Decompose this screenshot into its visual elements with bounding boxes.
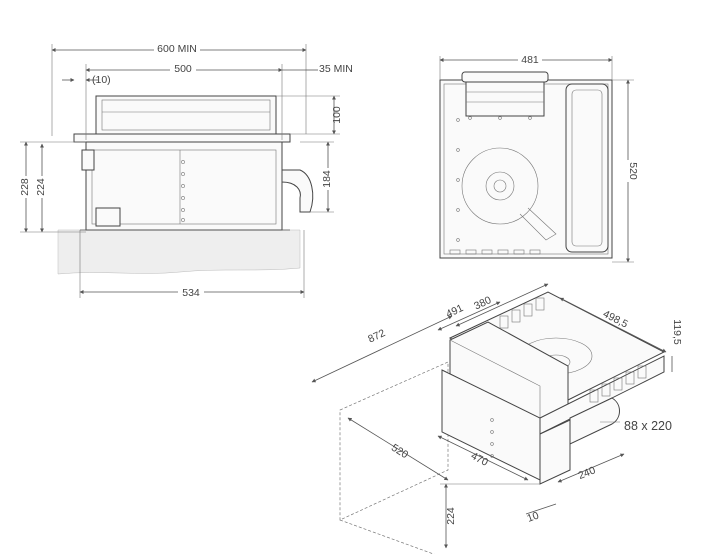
dim-100: 100 bbox=[331, 106, 343, 124]
duct-outlet bbox=[281, 169, 314, 213]
back-view: 481 520 bbox=[439, 53, 639, 263]
worktop-plate bbox=[73, 133, 291, 143]
dim-224-front: 224 bbox=[35, 178, 47, 196]
dim-duct-size: 88 x 220 bbox=[624, 419, 672, 433]
riser-frame bbox=[95, 95, 277, 135]
dim-119-5: 119,5 bbox=[671, 319, 683, 345]
isometric-view: 872 491 380 498,5 119,5 88 x 220 520 470… bbox=[311, 283, 683, 554]
dim-520-iso: 520 bbox=[389, 442, 410, 462]
dim-10-iso: 10 bbox=[525, 509, 540, 524]
dim-184: 184 bbox=[321, 170, 333, 188]
dim-491: 491 bbox=[444, 302, 465, 320]
dim-481: 481 bbox=[521, 54, 539, 66]
dim-520-back: 520 bbox=[627, 162, 639, 180]
front-view: 600 MIN 500 (10) 35 MIN 100 184 228 bbox=[18, 42, 353, 299]
dim-224-iso: 224 bbox=[445, 507, 457, 525]
dim-10-front: (10) bbox=[92, 74, 111, 86]
dim-380: 380 bbox=[472, 294, 493, 312]
dim-600-min: 600 MIN bbox=[157, 43, 197, 55]
countertop-section bbox=[57, 229, 301, 275]
dim-35-min: 35 MIN bbox=[319, 63, 353, 75]
dim-872: 872 bbox=[366, 327, 387, 345]
dim-534: 534 bbox=[182, 287, 200, 299]
dim-228: 228 bbox=[19, 178, 31, 196]
dim-500: 500 bbox=[174, 63, 192, 75]
